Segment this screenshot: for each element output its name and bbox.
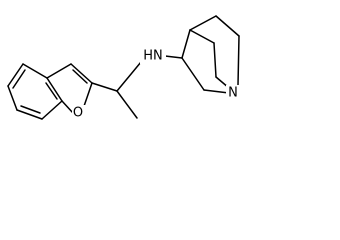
benzene-ring: [7, 63, 63, 120]
bond-cm-cm2: [213, 42, 217, 78]
bond-cu-cu2: [215, 15, 240, 37]
bond-c4-cu: [189, 15, 217, 31]
bond-furan-c3-c2-double: [72, 69, 88, 84]
bond-benz-double-1: [12, 69, 26, 89]
bond-furan-c3-c2: [70, 63, 93, 84]
bond-benz-double-2: [20, 105, 41, 114]
bond-furan-c3a-c3: [46, 63, 72, 79]
bond-c2-ch: [91, 82, 118, 92]
bond-ch-methyl: [116, 90, 138, 119]
bond-benz-6: [46, 77, 63, 102]
bond-benz-double-3: [45, 82, 58, 100]
bond-c4-cm: [189, 29, 215, 44]
bond-nh-c3: [164, 55, 183, 59]
bond-ch-nh: [116, 61, 142, 92]
bond-cu2-n1: [237, 35, 240, 86]
bond-benz-4: [16, 109, 43, 120]
structure-svg: O HN N: [7, 15, 240, 121]
furan-ring: [46, 63, 93, 114]
bond-benz-1: [22, 63, 48, 79]
bond-benz-5: [41, 100, 63, 120]
bond-furan-o-c7a: [61, 100, 74, 114]
furan-oxygen-label: O: [72, 105, 86, 121]
bond-benz-2: [7, 63, 24, 87]
amine-nitrogen-label: HN: [140, 48, 166, 64]
bond-c3-c4: [181, 29, 191, 59]
molecule-diagram: O HN N: [7, 15, 240, 121]
bond-c3-c2q: [181, 57, 205, 91]
bridgehead-nitrogen-label: N: [226, 85, 240, 101]
bond-c2q-n1: [203, 89, 230, 94]
quinuclidine-cage: [181, 15, 240, 94]
bond-benz-3: [7, 85, 18, 111]
atom-oxygen: O: [73, 106, 83, 121]
side-chain: [91, 55, 183, 119]
atom-amine-nh: HN: [143, 49, 163, 64]
atom-bridgehead-n: N: [228, 86, 238, 101]
